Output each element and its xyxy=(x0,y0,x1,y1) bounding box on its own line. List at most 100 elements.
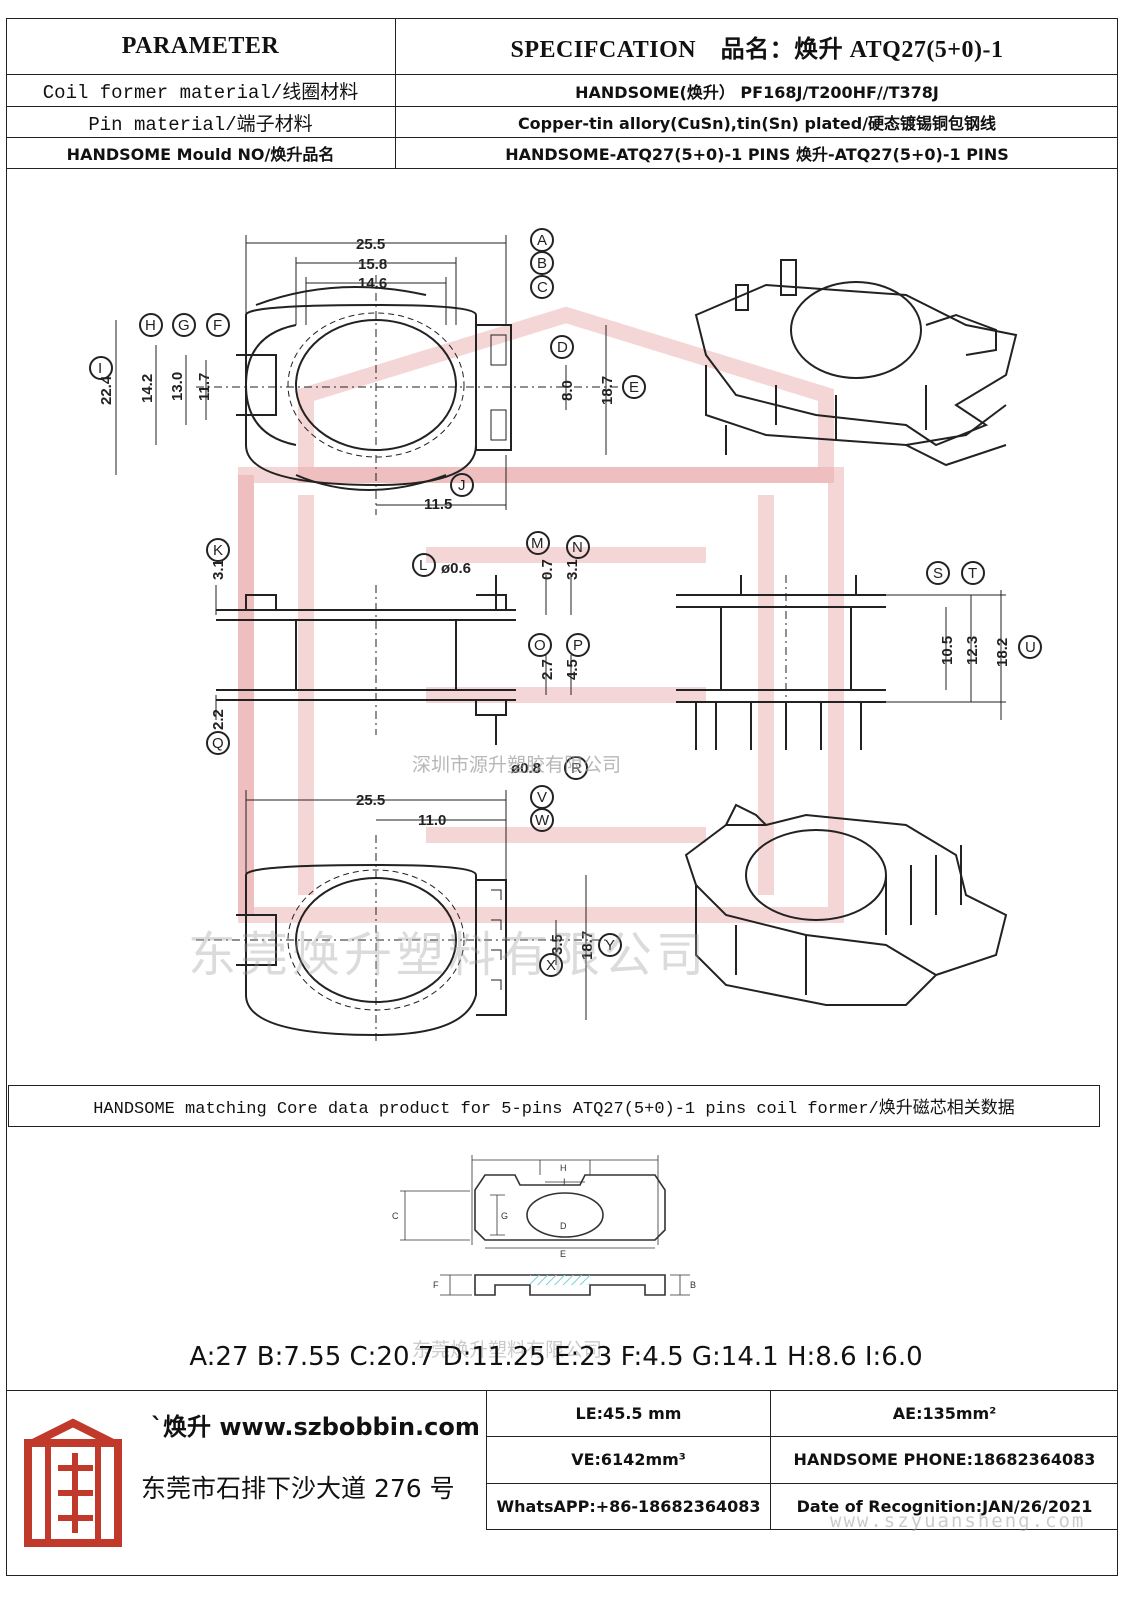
callout-o: O xyxy=(528,633,552,657)
front-view: 10.5 12.3 18.2 S T U xyxy=(676,561,1042,750)
dim-15-8: 15.8 xyxy=(358,256,387,273)
le-value: LE:45.5 mm xyxy=(486,1391,770,1436)
dim-14-2: 14.2 xyxy=(139,374,156,403)
header-row: PARAMETER SPECIFCATION 品名：焕升 ATQ27(5+0)-… xyxy=(6,18,1118,75)
callout-a: A xyxy=(530,228,554,252)
callout-v: V xyxy=(530,785,554,809)
material-row: Coil former material/线圈材料 HANDSOME(焕升） P… xyxy=(6,75,1118,107)
svg-text:A: A xyxy=(537,232,547,249)
core-label-g: G xyxy=(501,1211,508,1221)
ae-value: AE:135mm² xyxy=(770,1391,1118,1436)
dim-13-0: 13.0 xyxy=(169,372,186,401)
callout-l: L xyxy=(412,553,436,577)
dim-dia-0-6: ø0.6 xyxy=(441,560,471,577)
phone-value: HANDSOME PHONE:18682364083 xyxy=(770,1436,1118,1483)
whatsapp-value: WhatsAPP:+86-18682364083 xyxy=(486,1483,770,1529)
brand-website: `焕升 www.szbobbin.com xyxy=(151,1413,480,1441)
dim-dia-0-8: ø0.8 xyxy=(511,760,541,777)
svg-text:L: L xyxy=(419,557,427,574)
svg-text:I: I xyxy=(98,360,102,377)
svg-text:Y: Y xyxy=(605,937,615,954)
watermark-small: 深圳市源升塑胶有限公司 xyxy=(412,754,622,776)
company-address: 东莞市石排下沙大道 276 号 xyxy=(141,1474,455,1503)
parameter-title: PARAMETER xyxy=(6,18,396,74)
core-hatch-section xyxy=(530,1275,590,1285)
mould-value: HANDSOME-ATQ27(5+0)-1 PINS 焕升-ATQ27(5+0)… xyxy=(505,145,1009,164)
mould-label: HANDSOME Mould NO/焕升品名 xyxy=(6,138,396,168)
svg-text:V: V xyxy=(537,789,547,806)
core-label-h: H xyxy=(560,1163,567,1173)
watermark-large: 东莞焕升塑料有限公司 xyxy=(188,927,709,983)
specification-title: SPECIFCATION 品名：焕升 ATQ27(5+0)-1 xyxy=(510,36,1004,63)
core-label-c: C xyxy=(392,1211,399,1221)
callout-g: G xyxy=(172,313,196,337)
company-logo-icon xyxy=(24,1418,122,1547)
pin-row: Pin material/端子材料 Copper-tin allory(CuSn… xyxy=(6,107,1118,138)
dim-3-1-n: 3.1 xyxy=(564,559,581,580)
footer-data-grid: LE:45.5 mm AE:135mm² VE:6142mm³ HANDSOME… xyxy=(486,1391,1118,1577)
svg-text:S: S xyxy=(933,565,943,582)
dim-10-5: 10.5 xyxy=(939,636,956,665)
svg-text:X: X xyxy=(546,957,556,974)
spec-sheet xyxy=(6,18,1118,1576)
callout-n: N xyxy=(566,535,590,559)
matching-core-bar: HANDSOME matching Core data product for … xyxy=(8,1085,1100,1127)
dim-3-1-k: 3.1 xyxy=(210,559,227,580)
dim-18-7-bottom: 18.7 xyxy=(579,931,596,960)
svg-text:P: P xyxy=(573,637,583,654)
bottom-view: 25.5 11.0 3.5 18.7 V W X Y xyxy=(196,785,622,1045)
callout-i: I xyxy=(89,356,113,380)
callout-u: U xyxy=(1018,635,1042,659)
svg-text:K: K xyxy=(213,542,223,559)
ve-value: VE:6142mm³ xyxy=(486,1436,770,1483)
dim-11-0: 11.0 xyxy=(418,812,446,829)
callout-f: F xyxy=(206,313,230,337)
callout-m: M xyxy=(526,531,550,555)
core-label-b: B xyxy=(690,1280,696,1290)
dim-25-5-bottom: 25.5 xyxy=(356,792,385,809)
dim-11-7: 11.7 xyxy=(196,373,213,401)
callout-t: T xyxy=(961,561,985,585)
svg-text:M: M xyxy=(531,535,544,552)
dim-2-7: 2.7 xyxy=(539,659,556,680)
callout-x: X xyxy=(539,953,563,977)
dim-11-5: 11.5 xyxy=(424,496,452,513)
coil-former-label: Coil former material/线圈材料 xyxy=(6,75,396,106)
core-label-e: E xyxy=(560,1249,566,1259)
dim-14-6: 14.6 xyxy=(358,275,387,292)
dim-18-7-top: 18.7 xyxy=(599,376,616,405)
svg-text:U: U xyxy=(1025,639,1036,656)
svg-text:C: C xyxy=(537,279,548,296)
svg-text:H: H xyxy=(145,317,156,334)
core-drawing: .c1{stroke:#333;stroke-width:1.6;fill:no… xyxy=(392,1155,696,1296)
svg-text:Q: Q xyxy=(212,735,224,752)
callout-q: Q xyxy=(206,731,230,755)
callout-d: D xyxy=(550,335,574,359)
dim-8-0: 8.0 xyxy=(559,380,576,401)
callout-r: R xyxy=(564,756,588,780)
core-label-f: F xyxy=(433,1280,439,1290)
dim-4-5: 4.5 xyxy=(564,659,581,680)
svg-text:J: J xyxy=(458,477,466,494)
dim-2-2: 2.2 xyxy=(210,709,227,730)
dim-18-2: 18.2 xyxy=(994,638,1011,667)
callout-c: C xyxy=(530,275,554,299)
svg-text:N: N xyxy=(572,539,583,556)
coil-former-value: HANDSOME(焕升） PF168J/T200HF//T378J xyxy=(575,82,939,102)
technical-drawing: .ln{stroke:#222;stroke-width:2;fill:none… xyxy=(89,228,1042,1045)
core-label-i: I xyxy=(563,1177,566,1187)
watermark-core: 东莞焕升塑料有限公司 xyxy=(412,1339,603,1361)
callout-b: B xyxy=(530,251,554,275)
callout-j: J xyxy=(450,473,474,497)
callout-y: Y xyxy=(598,933,622,957)
svg-text:E: E xyxy=(629,379,639,396)
isometric-view-top xyxy=(694,259,1018,467)
callout-w: W xyxy=(530,808,554,832)
svg-text:B: B xyxy=(537,255,547,272)
callout-s: S xyxy=(926,561,950,585)
core-label-d: D xyxy=(560,1221,567,1231)
dim-22-4: 22.4 xyxy=(98,375,115,405)
pin-material-label: Pin material/端子材料 xyxy=(6,107,396,137)
callout-e: E xyxy=(622,375,646,399)
svg-text:G: G xyxy=(178,317,190,334)
